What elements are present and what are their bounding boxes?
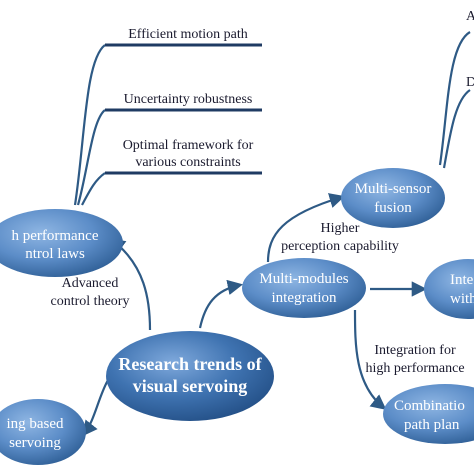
branch-text-efficient: Efficient motion path: [128, 27, 248, 42]
node-integration-right-line1: Inte: [450, 272, 474, 288]
branch-text-optimal-1: Optimal framework for: [123, 138, 254, 153]
branch-text-uncertainty: Uncertainty robustness: [124, 92, 253, 107]
node-learning-line2: servoing: [9, 435, 61, 451]
edge-label-advanced-2: control theory: [51, 294, 130, 309]
node-integration-right: Inte with: [424, 259, 474, 319]
node-learning-line1: ing based: [6, 416, 64, 432]
node-multi-modules: Multi-modules integration: [242, 258, 366, 318]
edge-multi-sensor-branch-1: [438, 31, 471, 166]
edge-label-higher-2: perception capability: [281, 239, 399, 254]
node-multi-modules-line1: Multi-modules: [259, 271, 348, 287]
node-multi-modules-line2: integration: [272, 290, 337, 306]
edge-control-laws-branch-3: [81, 172, 106, 206]
node-combination: Combinatio path plan: [383, 384, 474, 444]
node-control-laws-line1: h performance: [11, 228, 98, 244]
right-fragment-a: A: [466, 9, 474, 24]
edge-multi-sensor-branch-2: [442, 89, 471, 169]
center-node-line2: visual servoing: [133, 376, 248, 396]
edge-label-advanced-1: Advanced: [62, 276, 119, 291]
node-multi-sensor-line1: Multi-sensor: [355, 181, 432, 197]
branch-text-optimal-2: various constraints: [135, 155, 240, 170]
node-combination-line1: Combinatio: [394, 398, 465, 414]
edge-control-laws-branch-1: [73, 44, 106, 206]
edge-center-to-multi-modules: [198, 279, 244, 329]
node-multi-sensor: Multi-sensor fusion: [341, 168, 445, 228]
center-node: Research trends of visual servoing: [106, 331, 274, 421]
edge-label-integration-for-2: high performance: [365, 361, 464, 376]
node-combination-line2: path plan: [404, 417, 460, 433]
edge-multi-modules-to-combination: [353, 309, 387, 410]
edge-label-integration-for-1: Integration for: [374, 343, 456, 358]
edge-label-higher-1: Higher: [321, 221, 360, 236]
node-integration-right-line2: with: [450, 291, 474, 307]
edge-control-laws-branch-2: [76, 109, 106, 206]
node-control-laws: h performance ntrol laws: [0, 209, 123, 277]
center-node-line1: Research trends of: [118, 354, 262, 374]
right-fragment-d: D: [466, 75, 474, 90]
edge-multi-modules-to-multi-sensor: [266, 193, 345, 263]
node-learning: ing based servoing: [0, 399, 86, 465]
edge-center-to-learning: [82, 379, 109, 437]
node-control-laws-line2: ntrol laws: [25, 246, 85, 262]
node-multi-sensor-line2: fusion: [374, 200, 412, 216]
